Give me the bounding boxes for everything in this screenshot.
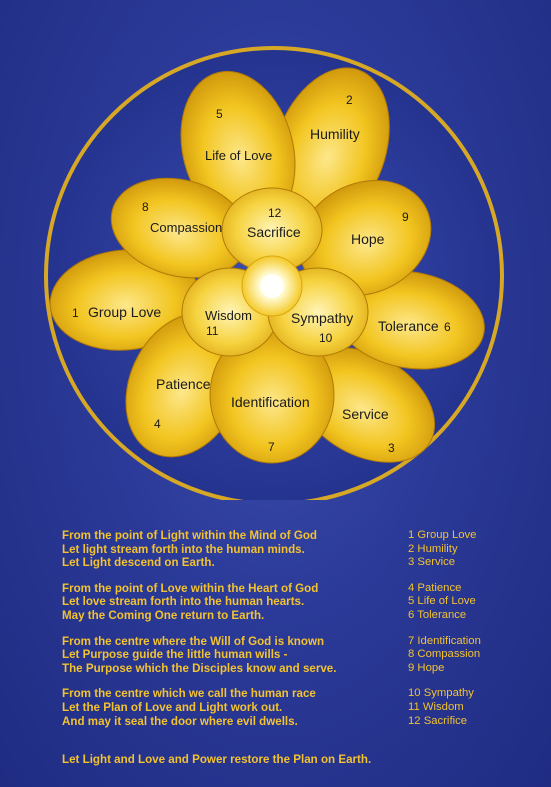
petal-legend: 1 Group Love 2 Humility 3 Service 4 Pati… xyxy=(408,529,548,740)
prayer-line: From the point of Love within the Heart … xyxy=(62,581,319,595)
label-patience: Patience xyxy=(156,376,211,392)
num-4: 4 xyxy=(154,417,161,431)
great-invocation: From the point of Light within the Mind … xyxy=(62,529,392,740)
legend-item: 12 Sacrifice xyxy=(408,714,468,727)
num-5: 5 xyxy=(216,107,223,121)
legend-item: 1 Group Love xyxy=(408,529,477,541)
legend-item: 10 Sympathy xyxy=(408,687,474,700)
num-12: 12 xyxy=(268,206,282,220)
prayer-line: Let light stream forth into the human mi… xyxy=(62,542,305,556)
label-humility: Humility xyxy=(310,126,360,142)
lotus-diagram: Group Love 1 Humility 2 Service 3 Patien… xyxy=(44,46,504,500)
legend-item: 8 Compassion xyxy=(408,648,481,661)
num-7: 7 xyxy=(268,440,275,454)
legend-group-2: 4 Patience 5 Life of Love 6 Tolerance xyxy=(408,582,548,623)
label-identification: Identification xyxy=(231,394,310,410)
legend-item: 2 Humility xyxy=(408,542,458,555)
prayer-line: From the centre which we call the human … xyxy=(62,687,316,701)
label-service: Service xyxy=(342,406,389,422)
stanza-4: From the centre which we call the human … xyxy=(62,687,392,728)
stanza-1: From the point of Light within the Mind … xyxy=(62,529,392,570)
prayer-line: Let love stream forth into the human hea… xyxy=(62,595,305,609)
petal-labels: Group Love 1 Humility 2 Service 3 Patien… xyxy=(72,93,451,455)
prayer-line: And may it seal the door where evil dwel… xyxy=(62,714,298,728)
label-sacrifice: Sacrifice xyxy=(247,224,301,240)
label-life-of-love: Life of Love xyxy=(205,148,272,163)
legend-group-1: 1 Group Love 2 Humility 3 Service xyxy=(408,529,548,570)
label-sympathy: Sympathy xyxy=(291,310,353,326)
num-11: 11 xyxy=(206,324,219,338)
num-3: 3 xyxy=(388,441,395,455)
legend-item: 9 Hope xyxy=(408,661,445,674)
prayer-line: Let Light descend on Earth. xyxy=(62,556,215,570)
prayer-line: Let the Plan of Love and Light work out. xyxy=(62,700,283,714)
num-10: 10 xyxy=(319,331,333,345)
stanza-2: From the point of Love within the Heart … xyxy=(62,582,392,623)
num-1: 1 xyxy=(72,306,79,320)
closing-line: Let Light and Love and Power restore the… xyxy=(62,753,372,766)
legend-item: 11 Wisdom xyxy=(408,700,464,713)
legend-item: 7 Identification xyxy=(408,634,481,647)
label-wisdom: Wisdom xyxy=(205,308,252,323)
prayer-line: The Purpose which the Disciples know and… xyxy=(62,661,337,675)
legend-group-4: 10 Sympathy 11 Wisdom 12 Sacrifice xyxy=(408,687,548,728)
light-core-glow xyxy=(260,274,284,298)
label-compassion: Compassion xyxy=(150,220,222,235)
label-hope: Hope xyxy=(351,231,385,247)
num-6: 6 xyxy=(444,320,451,334)
prayer-line: Let Purpose guide the little human wills… xyxy=(62,648,288,662)
petal-hope xyxy=(298,179,432,297)
prayer-line: From the point of Light within the Mind … xyxy=(62,529,318,542)
legend-item: 6 Tolerance xyxy=(408,608,467,621)
legend-item: 3 Service xyxy=(408,556,456,569)
legend-group-3: 7 Identification 8 Compassion 9 Hope xyxy=(408,635,548,676)
num-8: 8 xyxy=(142,200,149,214)
num-9: 9 xyxy=(402,210,409,224)
label-tolerance: Tolerance xyxy=(378,318,439,334)
label-group-love: Group Love xyxy=(88,304,161,320)
prayer-line: May the Coming One return to Earth. xyxy=(62,608,265,622)
legend-item: 5 Life of Love xyxy=(408,595,476,608)
stanza-3: From the centre where the Will of God is… xyxy=(62,635,392,676)
prayer-line: From the centre where the Will of God is… xyxy=(62,634,325,648)
num-2: 2 xyxy=(346,93,353,107)
legend-item: 4 Patience xyxy=(408,581,462,594)
